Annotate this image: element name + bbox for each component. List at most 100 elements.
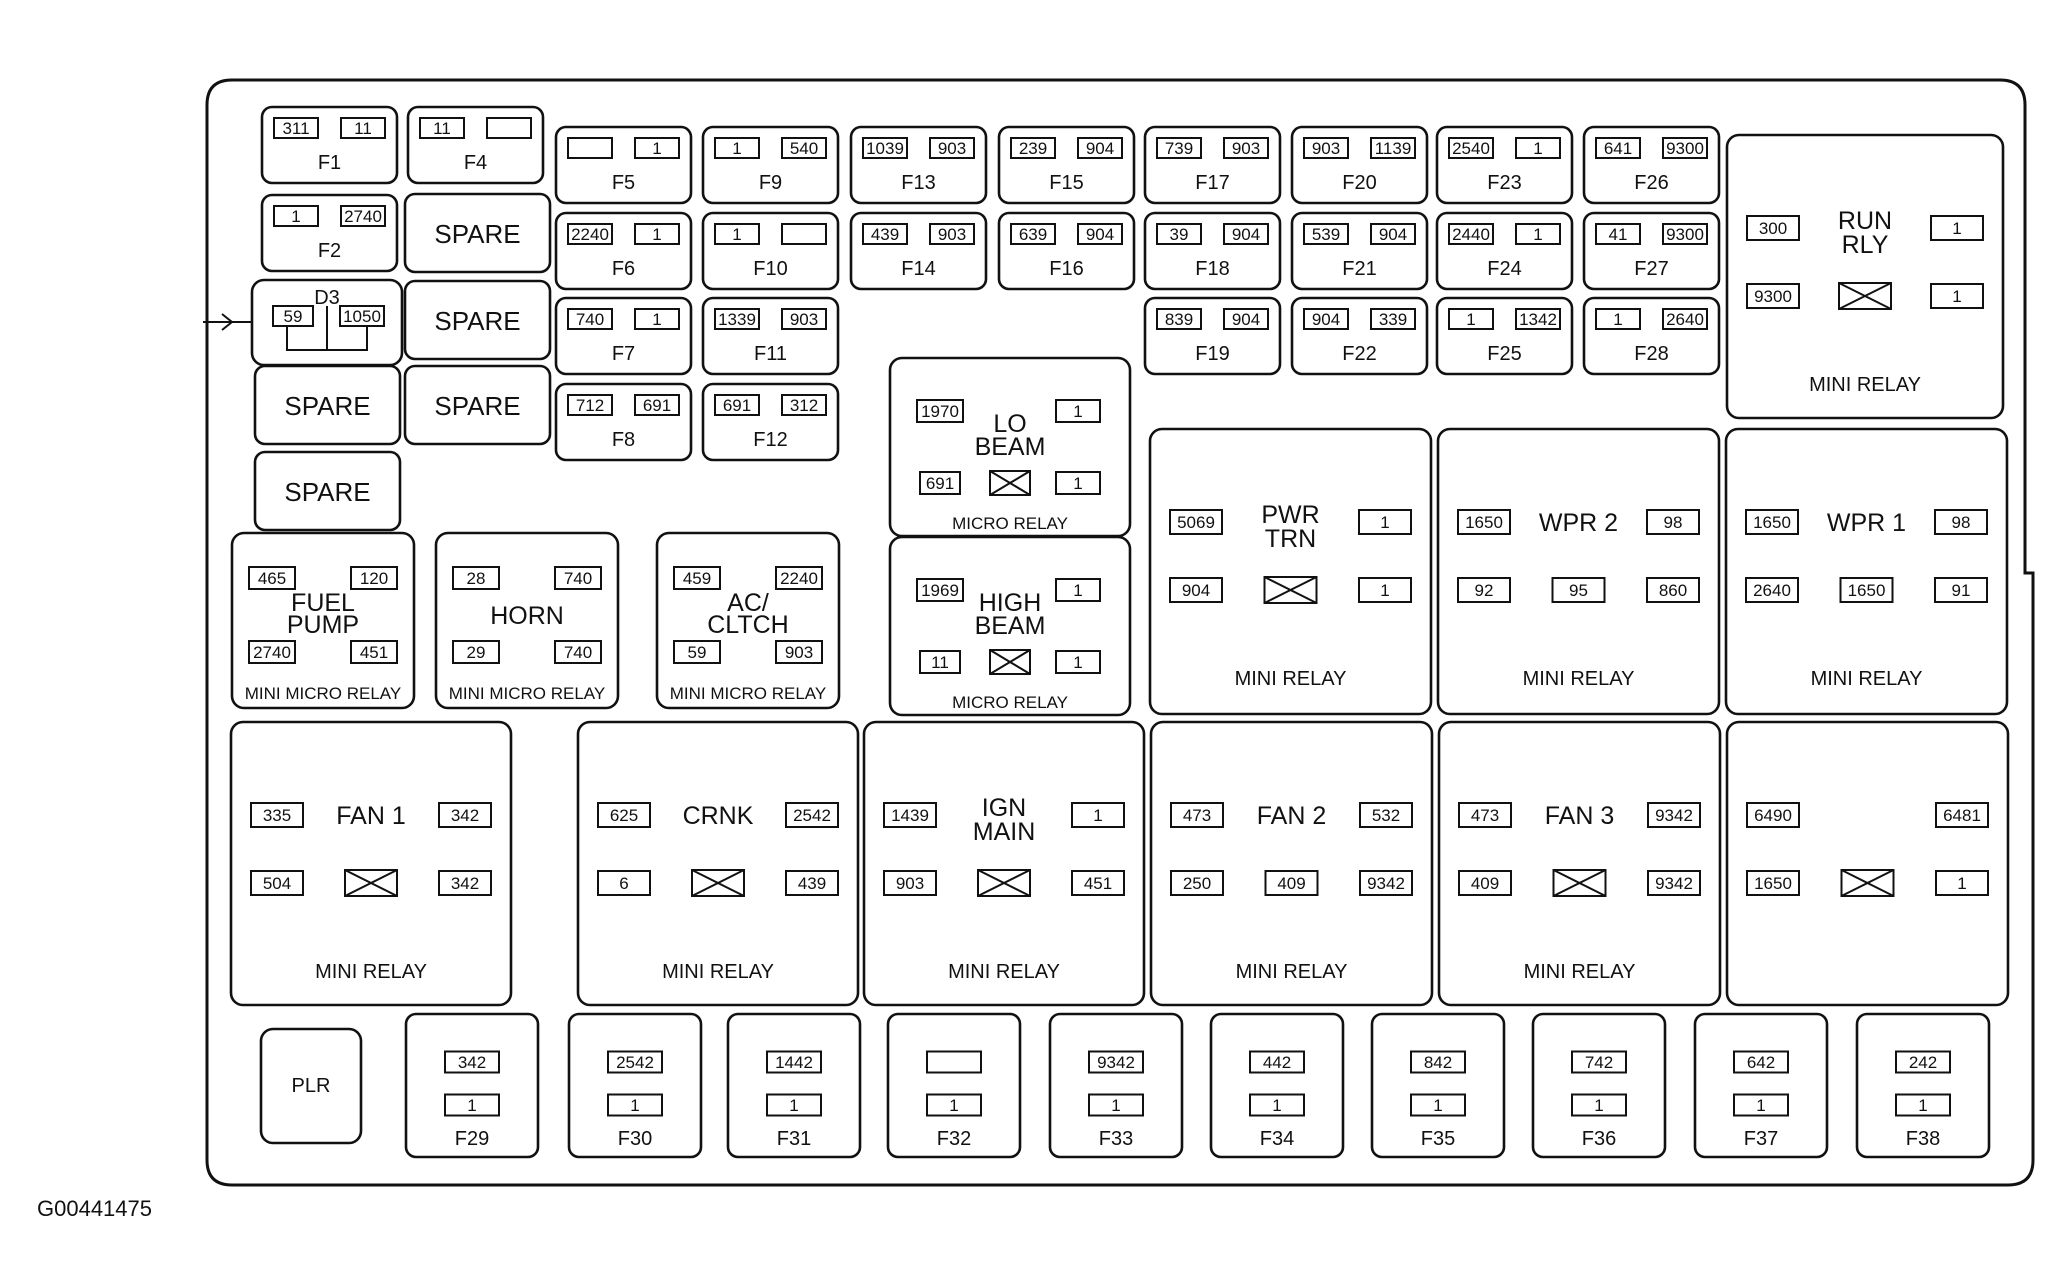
- plr-body: [259, 1027, 363, 1145]
- maxi-fuse-f32-terminal-b-value: 1: [949, 1096, 958, 1115]
- maxi-fuse-f33-label: F33: [1099, 1128, 1133, 1150]
- fuse-f7-label: F7: [612, 343, 635, 365]
- fuse-f21-terminal-a-box: [1303, 223, 1349, 245]
- mini-relay-10-terminal-2-box: [1935, 802, 1989, 828]
- mini-relay-1-footer: MINI RELAY: [1809, 374, 1921, 396]
- maxi-fuse-f34-label: F34: [1260, 1128, 1294, 1150]
- mini-relay-2-terminal-2-value: 1: [1380, 513, 1389, 532]
- mini-micro-relay-3-terminal-2: 2240: [775, 566, 823, 590]
- mini-relay-4-terminal-2-value: 98: [1952, 513, 1971, 532]
- fuse-f4-terminal-b: [486, 117, 532, 139]
- maxi-fuse-f36-terminal-a: 742: [1571, 1050, 1627, 1074]
- micro-relay-2-terminal-4: 1: [1055, 650, 1101, 674]
- mini-relay-4-body: [1724, 427, 2009, 716]
- fuse-f4-terminal-a-value: 11: [433, 119, 451, 138]
- mini-relay-5-terminal-1: 335: [250, 802, 304, 828]
- mini-micro-relay-2-terminal-2-box: [554, 566, 602, 590]
- fuse-f13-terminal-b-value: 903: [938, 139, 966, 158]
- fuse-f22-terminal-a: 904: [1303, 308, 1349, 330]
- fuse-f23-terminal-a-box: [1448, 137, 1494, 159]
- maxi-fuse-f33-terminal-a-box: [1088, 1050, 1144, 1074]
- micro-relay-2-terminal-3-value: 11: [931, 653, 949, 672]
- fuse-f19-terminal-b-box: [1223, 308, 1269, 330]
- fuse-f17-terminal-b: 903: [1223, 137, 1269, 159]
- mini-micro-relay-3-terminal-2-value: 2240: [780, 569, 818, 588]
- mini-relay-10-terminal-3-box: [1746, 870, 1800, 896]
- mini-relay-6-footer: MINI RELAY: [662, 961, 774, 983]
- fuse-f10-terminal-b-box: [781, 223, 827, 245]
- mini-relay-3-terminal-4: 860: [1646, 577, 1700, 603]
- maxi-fuse-f29-terminal-a-box: [444, 1050, 500, 1074]
- mini-relay-7-terminal-4: 451: [1071, 870, 1125, 896]
- mini-relay-6-coil: [691, 869, 745, 897]
- maxi-fuse-f35-terminal-b: 1: [1410, 1093, 1466, 1117]
- mini-micro-relay-1-terminal-4-box: [350, 640, 398, 664]
- maxi-fuse-f38-label: F38: [1906, 1128, 1940, 1150]
- mini-relay-8-terminal-2-box: [1359, 802, 1413, 828]
- mini-relay-6-body: [576, 720, 860, 1007]
- mini-micro-relay-1-terminal-3-value: 2740: [253, 643, 291, 662]
- mini-micro-relay-3-terminal-4-value: 903: [785, 643, 813, 662]
- fuse-f24-terminal-a: 2440: [1448, 223, 1494, 245]
- mini-relay-1-terminal-2-box: [1930, 215, 1984, 241]
- fuse-f8-terminal-b-box: [634, 394, 680, 416]
- mini-relay-1-terminal-3-value: 9300: [1754, 287, 1792, 306]
- mini-relay-3-name-0: WPR 2: [1539, 509, 1618, 537]
- fuse-f2-terminal-b-box: [340, 205, 386, 227]
- maxi-fuse-f36-terminal-b-box: [1571, 1093, 1627, 1117]
- fuse-f24-terminal-a-value: 2440: [1452, 225, 1490, 244]
- spare-label: SPARE: [434, 219, 520, 249]
- fuse-f12-terminal-a: 691: [714, 394, 760, 416]
- fuse-f6-terminal-b-box: [634, 223, 680, 245]
- mini-micro-relay-3-terminal-4: 903: [775, 640, 823, 664]
- fuse-f16-terminal-b-value: 904: [1086, 225, 1114, 244]
- mini-relay-4-terminal-mid-value: 1650: [1848, 581, 1886, 600]
- mini-relay-5-terminal-3: 504: [250, 870, 304, 896]
- maxi-fuse-f37-terminal-b-value: 1: [1756, 1096, 1765, 1115]
- fuse-f18-terminal-a-value: 39: [1170, 225, 1189, 244]
- fuse-f24-terminal-b-value: 1: [1533, 225, 1542, 244]
- maxi-fuse-f33-body: [1048, 1012, 1184, 1159]
- mini-relay-8-terminal-3-value: 250: [1183, 874, 1211, 893]
- fuse-f9-terminal-b-value: 540: [790, 139, 818, 158]
- maxi-fuse-f37-label: F37: [1744, 1128, 1778, 1150]
- mini-relay-3-terminal-mid-value: 95: [1569, 581, 1588, 600]
- fuse-f2-terminal-a-box: [273, 205, 319, 227]
- fuse-f13-terminal-a: 1039: [862, 137, 908, 159]
- mini-relay-7-terminal-3-value: 903: [896, 874, 924, 893]
- fuse-f13-terminal-a-box: [862, 137, 908, 159]
- fuse-f19-terminal-a: 839: [1156, 308, 1202, 330]
- fuse-f8-terminal-a: 712: [567, 394, 613, 416]
- fuse-f19-terminal-b-value: 904: [1232, 310, 1260, 329]
- fuse-f16-terminal-b-box: [1077, 223, 1123, 245]
- diode-d3-terminal-a-box: [272, 305, 314, 327]
- fuse-f11-terminal-b-box: [781, 308, 827, 330]
- maxi-fuse-f36-terminal-b: 1: [1571, 1093, 1627, 1117]
- mini-micro-relay-2-name-0: HORN: [490, 602, 564, 630]
- mini-relay-7-terminal-3-box: [883, 870, 937, 896]
- maxi-fuse-f38-terminal-a: 242: [1895, 1050, 1951, 1074]
- mini-relay-4-name-0: WPR 1: [1827, 509, 1906, 537]
- micro-relay-1-terminal-4-box: [1055, 471, 1101, 495]
- mini-relay-9-terminal-2-value: 9342: [1655, 806, 1693, 825]
- fuse-f8-label: F8: [612, 429, 635, 451]
- diode-d3-trace: [286, 327, 368, 351]
- mini-micro-relay-2-terminal-4: 740: [554, 640, 602, 664]
- fuse-f13-label: F13: [901, 172, 935, 194]
- mini-relay-1-coil-line-b: [1838, 282, 1892, 310]
- fuse-f21-terminal-a: 539: [1303, 223, 1349, 245]
- fuse-f9-label: F9: [759, 172, 782, 194]
- mini-relay-4-terminal-3-value: 2640: [1753, 581, 1791, 600]
- spare-slot-body: [253, 450, 402, 532]
- fuse-f8-terminal-b: 691: [634, 394, 680, 416]
- maxi-fuse-f32-terminal-b: 1: [926, 1093, 982, 1117]
- fuse-f28-label: F28: [1634, 343, 1668, 365]
- mini-relay-9-terminal-1: 473: [1458, 802, 1512, 828]
